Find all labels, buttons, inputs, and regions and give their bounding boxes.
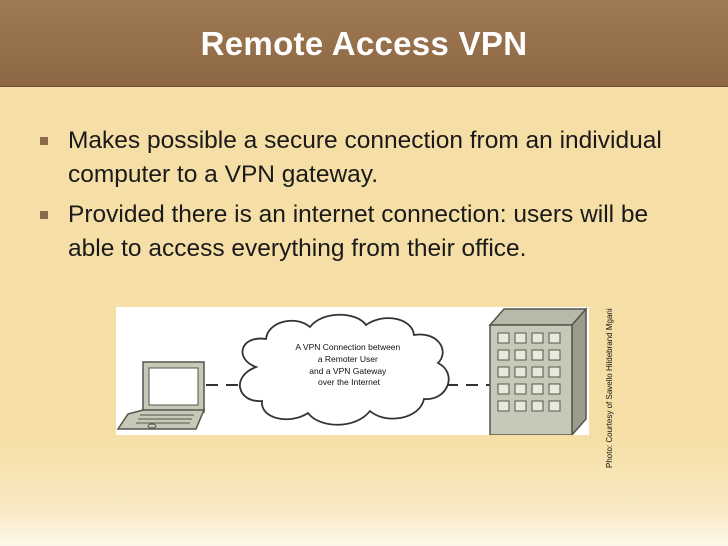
building-window bbox=[531, 366, 544, 378]
building-icon bbox=[488, 307, 588, 435]
building-window bbox=[497, 366, 510, 378]
building-window bbox=[548, 400, 561, 412]
photo-credit-text: Photo: Courtesy of Savello Hildebrand Mg… bbox=[605, 308, 614, 468]
building-window bbox=[531, 349, 544, 361]
building-window bbox=[548, 332, 561, 344]
building-window bbox=[531, 400, 544, 412]
cloud-icon bbox=[239, 313, 450, 426]
building-window bbox=[514, 383, 527, 395]
building-window bbox=[497, 400, 510, 412]
building-window bbox=[497, 332, 510, 344]
vpn-diagram: A VPN Connection between a Remoter User … bbox=[116, 307, 589, 435]
cloud-label-line: A VPN Connection between bbox=[295, 342, 400, 352]
building-window bbox=[548, 366, 561, 378]
photo-credit: Photo: Courtesy of Savello Hildebrand Mg… bbox=[605, 308, 614, 468]
building-window bbox=[531, 383, 544, 395]
building-window bbox=[531, 332, 544, 344]
title-bar: Remote Access VPN bbox=[0, 0, 728, 87]
building-window bbox=[514, 349, 527, 361]
cloud-label-line: and a VPN Gateway bbox=[309, 366, 387, 376]
building-window bbox=[497, 349, 510, 361]
slide-title: Remote Access VPN bbox=[200, 25, 528, 62]
bullet-item: Provided there is an internet connection… bbox=[34, 198, 694, 266]
square-bullet-icon bbox=[40, 137, 48, 145]
bullet-text: Makes possible a secure connection from … bbox=[68, 127, 662, 188]
building-window bbox=[514, 400, 527, 412]
cloud-label-line: over the Internet bbox=[318, 377, 381, 387]
building-window bbox=[514, 366, 527, 378]
building-window bbox=[548, 349, 561, 361]
building-window bbox=[514, 332, 527, 344]
bullet-text: Provided there is an internet connection… bbox=[68, 201, 649, 262]
building-window bbox=[548, 383, 561, 395]
building-window bbox=[497, 383, 510, 395]
laptop-icon bbox=[116, 361, 206, 430]
square-bullet-icon bbox=[40, 211, 48, 219]
cloud-label-line: a Remoter User bbox=[318, 354, 378, 364]
bullet-item: Makes possible a secure connection from … bbox=[34, 124, 694, 192]
svg-text:A VPN Connection between: A VPN Connection between a Remoter User … bbox=[295, 342, 402, 387]
bullet-list: Makes possible a secure connection from … bbox=[34, 124, 694, 272]
